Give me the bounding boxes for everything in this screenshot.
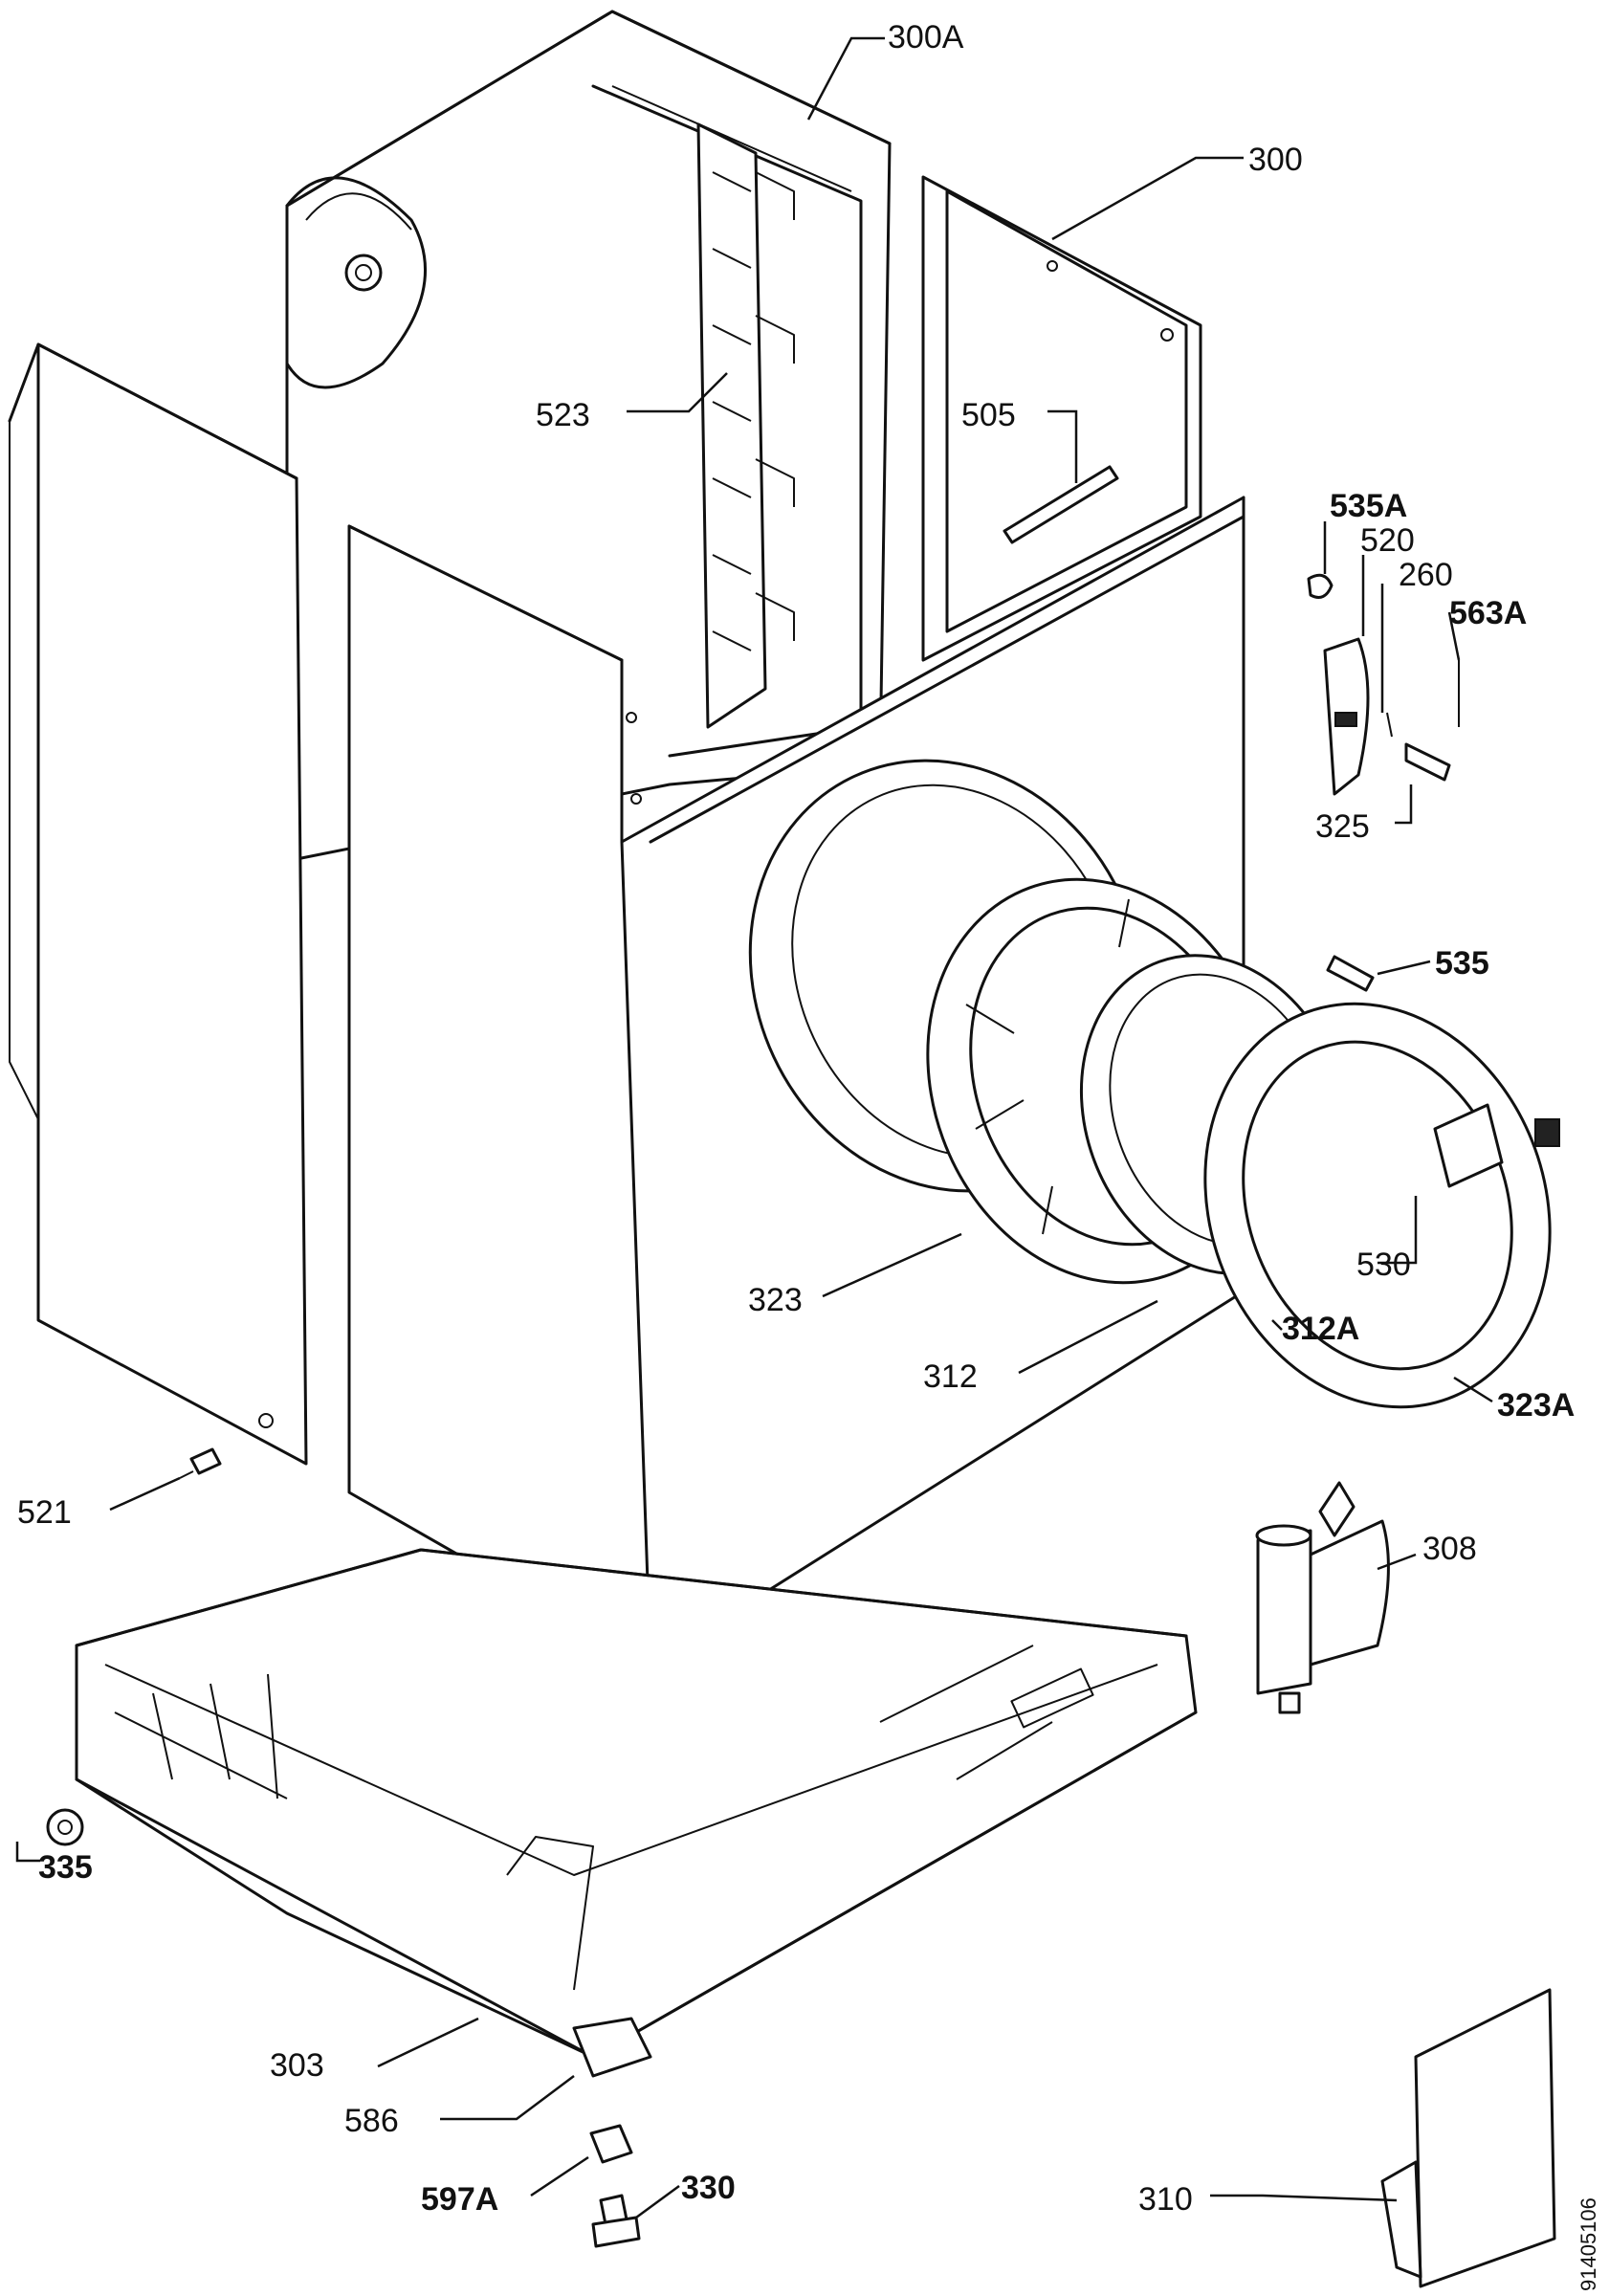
mounting-rail-523 [696, 122, 795, 729]
leader-lines [15, 36, 1493, 2219]
label-310: 310 [1138, 2181, 1193, 2218]
left-side-panel [8, 342, 308, 1466]
label-325: 325 [1315, 808, 1370, 845]
label-308: 308 [1422, 1531, 1477, 1567]
label-323: 323 [748, 1282, 803, 1318]
door-front-ring-323A [1203, 1002, 1560, 1409]
label-330: 330 [681, 2170, 736, 2206]
hinge-308 [1255, 1481, 1390, 1714]
screw-521 [179, 1447, 222, 1479]
label-586: 586 [344, 2103, 399, 2139]
label-300: 300 [1248, 142, 1303, 178]
base-frame-303 [75, 1548, 1198, 2078]
label-535: 535 [1435, 945, 1489, 982]
label-323A: 323A [1497, 1387, 1575, 1424]
cover-310 [1380, 1988, 1556, 2288]
label-530: 530 [1356, 1247, 1411, 1283]
label-300A: 300A [888, 19, 964, 55]
nut-335 [46, 1808, 84, 1846]
pin-535 [1326, 955, 1375, 992]
label-312A: 312A [1282, 1311, 1359, 1347]
label-535A: 535A [1330, 488, 1407, 524]
label-597A: 597A [421, 2181, 498, 2218]
label-303: 303 [270, 2047, 324, 2084]
side-frame-300 [921, 175, 1202, 662]
label-505: 505 [961, 397, 1016, 433]
foot-parts [589, 2124, 641, 2248]
latch-parts [1307, 573, 1460, 796]
part-labels: 300A 300 523 505 535A 520 260 563A 325 5… [17, 19, 1575, 2218]
rod-505 [1003, 465, 1119, 544]
label-260: 260 [1399, 557, 1453, 593]
label-523: 523 [536, 397, 590, 433]
label-335: 335 [38, 1849, 93, 1886]
label-521: 521 [17, 1494, 72, 1531]
drawing-number: 91405106 [1576, 2197, 1600, 2291]
label-563A: 563A [1449, 595, 1527, 631]
label-520: 520 [1360, 522, 1415, 559]
label-312: 312 [923, 1358, 978, 1395]
